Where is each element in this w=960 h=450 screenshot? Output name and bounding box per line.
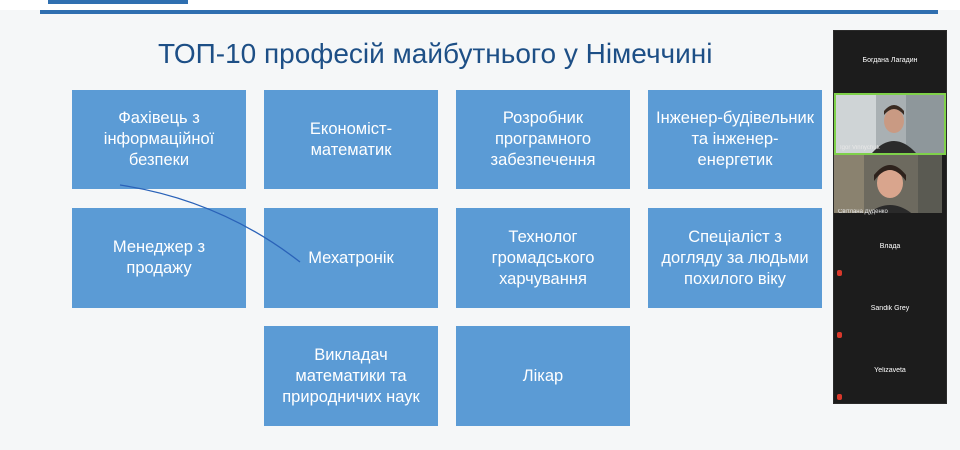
profession-tile: Технолог громадського харчування xyxy=(456,208,630,308)
tile-label: Інженер-будівельник та інженер-енергетик xyxy=(656,109,814,169)
tile-label: Мехатронік xyxy=(308,248,394,267)
tile-label: Фахівець з інформаційної безпеки xyxy=(103,109,215,169)
participant-name: Sandik Grey xyxy=(870,305,910,312)
tile-label: Розробник програмного забезпечення xyxy=(490,109,596,169)
participant-name: Igor Vinnychuk xyxy=(840,145,880,151)
tile-label: Лікар xyxy=(522,366,564,385)
participant-name: Влада xyxy=(879,243,901,250)
profession-tile: Спеціаліст з догляду за людьми похилого … xyxy=(648,208,822,308)
participant-video xyxy=(834,155,942,213)
profession-tile: Розробник програмного забезпечення xyxy=(456,90,630,189)
mic-muted-icon xyxy=(837,394,842,400)
header-divider xyxy=(40,10,938,14)
slide-top-strip xyxy=(0,0,960,10)
participant-tile[interactable]: Богдана Лагадин xyxy=(834,31,946,93)
participant-tile[interactable]: Sandik Grey xyxy=(834,279,946,341)
profession-tile: Мехатронік xyxy=(264,208,438,308)
slide-title: ТОП-10 професій майбутнього у Німеччині xyxy=(158,38,713,69)
participant-tile[interactable]: Світлана Дуденко xyxy=(834,155,946,217)
participant-name: Богдана Лагадин xyxy=(862,57,918,64)
participant-tile[interactable]: Влада xyxy=(834,217,946,279)
profession-tile: Економіст-математик xyxy=(264,90,438,189)
tile-label: Викладач математики та природничих наук xyxy=(282,345,420,406)
profession-tile: Менеджер з продажу xyxy=(72,208,246,308)
logo-bar xyxy=(48,0,188,4)
tile-label: Менеджер з продажу xyxy=(112,238,206,277)
participant-video xyxy=(836,95,944,153)
participant-tile[interactable]: Igor Vinnychuk xyxy=(834,93,946,155)
mic-muted-icon xyxy=(837,332,842,338)
video-participants-panel: Богдана Лагадин Igor Vinnychuk Світлана … xyxy=(833,30,947,404)
participant-name: Yelizaveta xyxy=(874,367,906,374)
mic-muted-icon xyxy=(837,270,842,276)
tile-label: Економіст-математик xyxy=(309,119,393,159)
profession-tile: Фахівець з інформаційної безпеки xyxy=(72,90,246,189)
tile-label: Технолог громадського харчування xyxy=(491,227,595,288)
tile-label: Спеціаліст з догляду за людьми похилого … xyxy=(661,227,809,288)
profession-tile: Інженер-будівельник та інженер-енергетик xyxy=(648,90,822,189)
participant-tile[interactable]: Yelizaveta xyxy=(834,341,946,403)
participant-name: Світлана Дуденко xyxy=(838,209,888,215)
profession-tile: Викладач математики та природничих наук xyxy=(264,326,438,426)
profession-tile: Лікар xyxy=(456,326,630,426)
